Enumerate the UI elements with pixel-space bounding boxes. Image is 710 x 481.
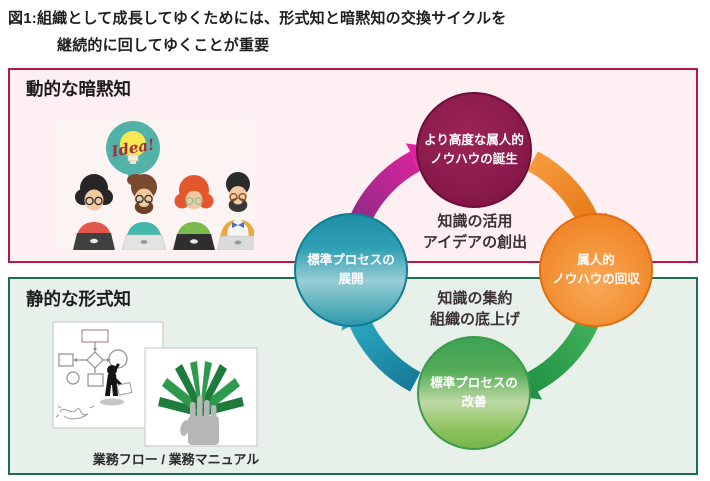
flowchart-icon [58,329,128,387]
annotation-line1: 知識の活用 [437,213,513,230]
figure-title: 図1:組織として成長してゆくためには、形式知と暗黙知の交換サイクルを 継続的に回… [8,5,507,59]
annotation-line1: 知識の集約 [437,290,513,307]
scribble-icon [55,405,95,420]
figure-title-line1: 図1:組織として成長してゆくためには、形式知と暗黙知の交換サイクルを [8,10,507,27]
node-label-line2: 改善 [461,395,487,409]
person-mustard-vest [216,172,254,250]
tacit-box-label: 動的な暗黙知 [26,79,131,99]
person-teal-shirt [121,174,167,250]
node-label-line2: ノウハウの誕生 [430,152,518,166]
annotation-line2: 組織の底上げ [429,311,520,328]
node-label-line2: 展開 [338,272,364,286]
person-red-shirt [73,174,115,250]
cycle-node-standard-process-deployment: 標準プロセスの 展開 [294,213,408,327]
cycle-node-standard-process-improvement: 標準プロセスの 改善 [417,336,531,450]
cycle-node-advanced-knowhow-birth: より高度な属人的 ノウハウの誕生 [416,92,532,208]
team-idea-illustration: Idea! [58,118,254,250]
idea-bubble-icon: Idea! [106,121,160,185]
cycle-annotation-top: 知識の活用 アイデアの創出 [390,211,560,253]
cycle-annotation-bottom: 知識の集約 組織の底上げ [390,288,560,330]
person-silhouette-icon [100,363,133,406]
node-label-line1: 属人的 [577,253,615,267]
manual-card [144,347,258,447]
cards-caption: 業務フロー / 業務マニュアル [92,452,260,467]
node-label-line1: 標準プロセスの [430,376,518,390]
node-label-line1: より高度な属人的 [424,133,524,147]
explicit-box-label: 静的な形式知 [26,289,131,309]
hand-icon [180,396,219,445]
node-label-line2: ノウハウの回収 [552,272,640,286]
node-label-line1: 標準プロセスの [307,253,395,267]
workflow-manual-illustration [52,321,258,447]
person-green-shirt [173,175,215,250]
cycle-node-personal-knowhow-collection: 属人的 ノウハウの回収 [539,213,653,327]
annotation-line2: アイデアの創出 [422,234,528,251]
figure-title-line2: 継続的に回してゆくことが重要 [57,37,270,54]
